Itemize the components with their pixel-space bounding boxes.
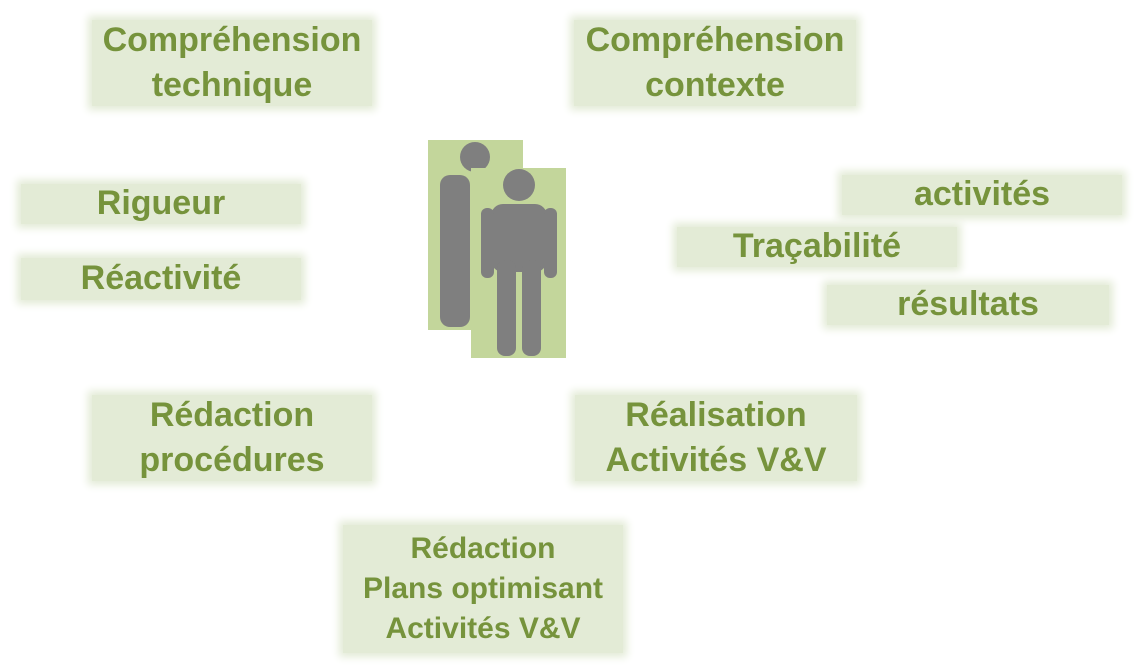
box-line: activités xyxy=(913,175,1051,214)
box-line: Traçabilité xyxy=(732,227,902,266)
competency-box-resultats: résultats xyxy=(827,285,1109,325)
box-line: Réalisation xyxy=(625,395,807,434)
box-line: Rédaction xyxy=(410,532,556,566)
competency-box-redaction-plans: Rédaction Plans optimisant Activités V&V xyxy=(343,525,623,653)
competency-box-rigueur: Rigueur xyxy=(21,184,301,224)
competency-box-comprehension-contexte: Compréhension contexte xyxy=(574,20,856,106)
box-line: Compréhension xyxy=(585,20,845,59)
box-line: Rédaction xyxy=(149,395,315,434)
box-line: Activités V&V xyxy=(385,611,581,645)
box-line: Réactivité xyxy=(80,259,242,298)
two-people-graphic xyxy=(428,140,566,358)
front-person-icon xyxy=(481,169,557,356)
box-line: technique xyxy=(151,66,313,104)
box-line: Rigueur xyxy=(96,184,226,223)
box-line: procédures xyxy=(139,441,325,479)
two-people-icon xyxy=(428,140,568,360)
competency-box-realisation-activites: Réalisation Activités V&V xyxy=(575,395,857,481)
competency-box-comprehension-technique: Compréhension technique xyxy=(92,20,372,106)
box-line: Compréhension xyxy=(102,20,362,59)
competency-box-reactivite: Réactivité xyxy=(21,258,301,300)
back-person-icon xyxy=(440,142,490,327)
box-line: Plans optimisant xyxy=(362,572,604,606)
box-line: résultats xyxy=(897,285,1039,324)
competency-box-tracabilite: Traçabilité xyxy=(677,227,957,267)
box-line: contexte xyxy=(645,66,785,104)
competency-box-activites: activités xyxy=(842,175,1122,215)
box-line: Activités V&V xyxy=(605,441,827,479)
competency-box-redaction-procedures: Rédaction procédures xyxy=(92,395,372,481)
